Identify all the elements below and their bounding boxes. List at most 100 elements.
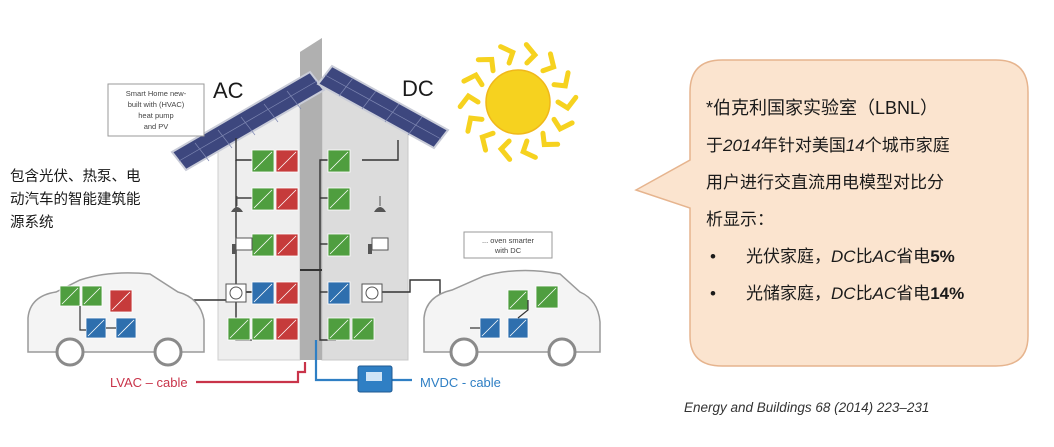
computer-tower [232, 244, 236, 254]
converter-box-diagonal [353, 319, 373, 339]
computer-icon [235, 237, 253, 251]
study-year: 2014 [723, 136, 761, 155]
sun-ray [497, 138, 513, 162]
mvdc-cable-label: MVDC - cable [420, 375, 501, 390]
sun-ray [498, 44, 516, 66]
sun-icon [457, 42, 579, 162]
converter-box-diagonal [253, 319, 273, 339]
sun-ray [457, 92, 481, 110]
converter-box-diagonal [253, 151, 273, 171]
result-bullet: •光储家庭，DC比AC省电14% [706, 275, 1026, 312]
system-description-line: 动汽车的智能建筑能 [10, 192, 141, 208]
car-wire [517, 300, 529, 319]
lamp-icon [374, 207, 386, 212]
converter-box-diagonal [329, 319, 349, 339]
converter-box-diagonal [329, 151, 349, 171]
bullet-dot: • [710, 284, 716, 303]
converter-box-diagonal [229, 319, 249, 339]
oven-note: ... oven smarter with DC [463, 231, 553, 259]
dc-solar-panel [316, 64, 450, 150]
smart-home-note-line: Smart Home new- [126, 89, 187, 98]
converter-box-diagonal [509, 319, 527, 337]
dc-meter-icon [357, 365, 393, 393]
text-part: 比 [855, 247, 873, 266]
converter-box-diagonal [277, 189, 297, 209]
converter-box-diagonal [253, 189, 273, 209]
study-line-4: 析显示： [706, 210, 774, 229]
bullet-dot: • [710, 247, 716, 266]
system-description-line: 源系统 [10, 215, 54, 231]
study-line-2: 于2014年针对美国14个城市家庭 [706, 127, 1026, 164]
smart-home-note-line: built with (HVAC) [128, 100, 185, 109]
ac-solar-panel [170, 70, 326, 172]
converter-box-diagonal [329, 283, 349, 303]
text-part: 省电 [896, 284, 931, 303]
sun-ray [520, 138, 538, 160]
mvdc-cable-line [314, 340, 358, 382]
city-count: 14 [845, 136, 865, 155]
sun-ray [479, 130, 496, 153]
text-part: 年针对美国 [760, 136, 846, 155]
converter-box-diagonal [329, 235, 349, 255]
lamp-icon [231, 207, 243, 212]
sun-ray [540, 51, 557, 74]
heat-pump-icon [225, 283, 247, 303]
oven-note-line: ... oven smarter [482, 236, 535, 245]
converter-box-diagonal [253, 235, 273, 255]
text-part: 光伏家庭， [746, 247, 831, 266]
sun-ray [523, 42, 539, 66]
study-line-3: 用户进行交直流用电模型对比分 [706, 173, 944, 192]
converter-box-diagonal [111, 291, 131, 311]
citation: Energy and Buildings 68 (2014) 223–231 [684, 400, 930, 415]
oven-note-line: with DC [494, 246, 522, 255]
smart-home-note-line: heat pump [138, 111, 173, 120]
system-description: 包含光伏、热泵、电 动汽车的智能建筑能 源系统 [10, 166, 180, 235]
converter-box-diagonal [509, 291, 527, 309]
sun-ray [465, 115, 485, 134]
car-battery-modules [59, 285, 559, 339]
smart-home-note-line: and PV [144, 122, 169, 131]
converter-box-diagonal [277, 319, 297, 339]
converter-box-diagonal [277, 235, 297, 255]
heat-pump-icon [361, 283, 383, 303]
fan-icon [229, 286, 243, 300]
dc-label: DC [402, 76, 434, 101]
text-part: DC [831, 284, 856, 303]
converter-box-diagonal [537, 287, 557, 307]
text-part: 于 [706, 136, 723, 155]
lvac-cable-line [196, 362, 307, 384]
ac-label: AC [213, 78, 244, 103]
text-part: 个城市家庭 [864, 136, 950, 155]
sun-ray [555, 94, 579, 112]
converter-box-diagonal [329, 189, 349, 209]
converter-box-diagonal [277, 151, 297, 171]
smart-home-note: Smart Home new- built with (HVAC) heat p… [107, 83, 205, 137]
house-appliances [225, 149, 389, 341]
converter-box-diagonal [61, 287, 79, 305]
saving-percent: 14% [930, 284, 965, 303]
sun-ray [551, 116, 575, 133]
sun-ray [461, 71, 485, 88]
study-title: *伯克利国家实验室（LBNL） [706, 98, 939, 118]
fan-icon [365, 286, 379, 300]
text-part: 光储家庭， [746, 284, 831, 303]
text-part: AC [872, 284, 897, 303]
lvac-cable-label: LVAC – cable [110, 375, 188, 390]
text-part: AC [872, 247, 897, 266]
computer-tower [368, 244, 372, 254]
saving-percent: 5% [930, 247, 955, 266]
system-description-line: 包含光伏、热泵、电 [10, 169, 141, 185]
converter-box-diagonal [253, 283, 273, 303]
text-part: 省电 [896, 247, 931, 266]
converter-box-diagonal [87, 319, 105, 337]
car-wire [79, 306, 86, 331]
converter-box-diagonal [117, 319, 135, 337]
converter-box-diagonal [481, 319, 499, 337]
result-bullet: •光伏家庭，DC比AC省电5% [706, 238, 1026, 275]
sun-ray [540, 130, 561, 148]
study-summary: *伯克利国家实验室（LBNL） 于2014年针对美国14个城市家庭 用户进行交直… [706, 90, 1026, 312]
converter-box-diagonal [277, 283, 297, 303]
speech-bubble [634, 59, 1029, 367]
computer-icon [371, 237, 389, 251]
